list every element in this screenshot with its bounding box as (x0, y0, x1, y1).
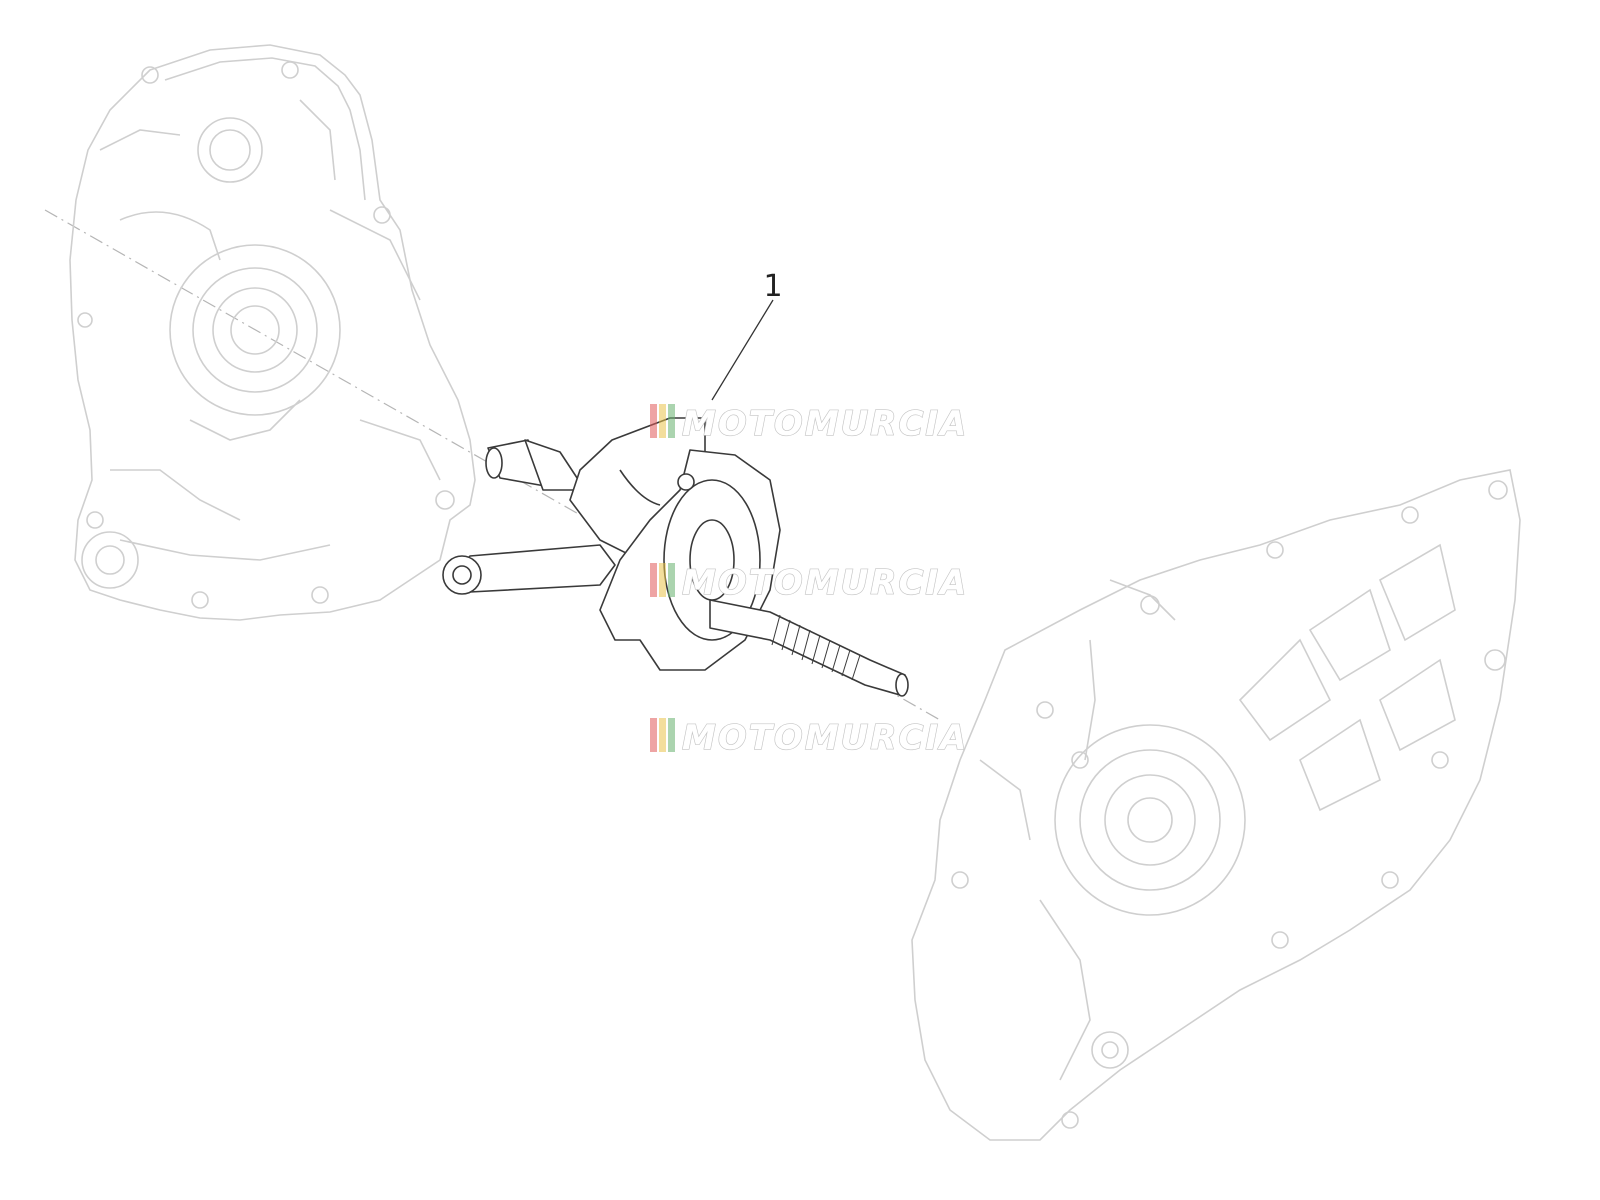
callout-label: 1 (763, 269, 782, 304)
watermark-text: MOTOMURCIA (682, 404, 968, 444)
crankshaft-assembly (442, 417, 909, 697)
watermark-text: MOTOMURCIA (682, 563, 968, 603)
callout-leader-line (711, 299, 774, 401)
right-crankcase-half (911, 469, 1521, 1141)
watermark-logo-top: MOTOMURCIA (650, 403, 968, 445)
watermark-logo-bottom: MOTOMURCIA (650, 717, 968, 759)
watermark-text: MOTOMURCIA (682, 718, 968, 758)
watermark-logo-middle: MOTOMURCIA (650, 562, 968, 604)
callout-1: 1 (711, 269, 783, 401)
left-crankcase-half (69, 44, 476, 621)
